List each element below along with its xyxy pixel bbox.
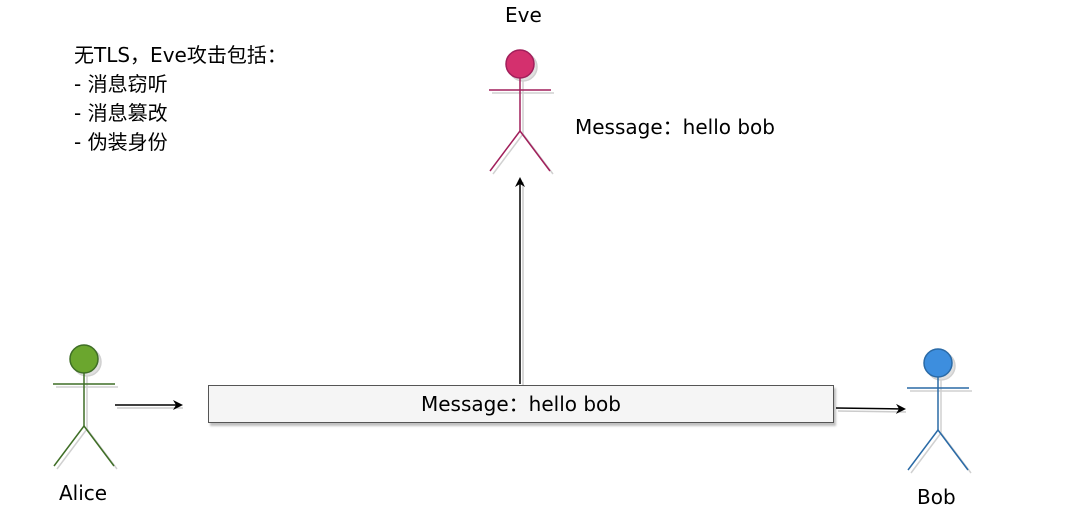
- attack-note-item: - 消息窃听: [74, 72, 168, 96]
- attack-note-item: - 伪装身份: [74, 130, 168, 154]
- attack-note-title: 无TLS，Eve攻击包括：: [74, 43, 287, 67]
- attack-note: 无TLS，Eve攻击包括： - 消息窃听 - 消息篡改 - 伪装身份: [74, 41, 287, 157]
- alice-label: Alice: [59, 481, 108, 505]
- channel-message-box: Message：hello bob: [208, 385, 834, 423]
- channel-message-text: Message：hello bob: [421, 392, 621, 416]
- bob-label: Bob: [917, 485, 956, 509]
- eve-intercepted-message: Message：hello bob: [575, 115, 775, 139]
- bob-actor-icon: [907, 348, 972, 474]
- eve-label: Eve: [505, 3, 542, 27]
- eve-actor-icon: [489, 49, 554, 175]
- attack-note-item: - 消息篡改: [74, 101, 168, 125]
- arrow-channel-to-bob: [835, 403, 907, 414]
- arrow-alice-to-channel: [115, 400, 183, 410]
- arrow-channel-to-eve: [515, 177, 525, 386]
- alice-actor-icon: [53, 344, 118, 470]
